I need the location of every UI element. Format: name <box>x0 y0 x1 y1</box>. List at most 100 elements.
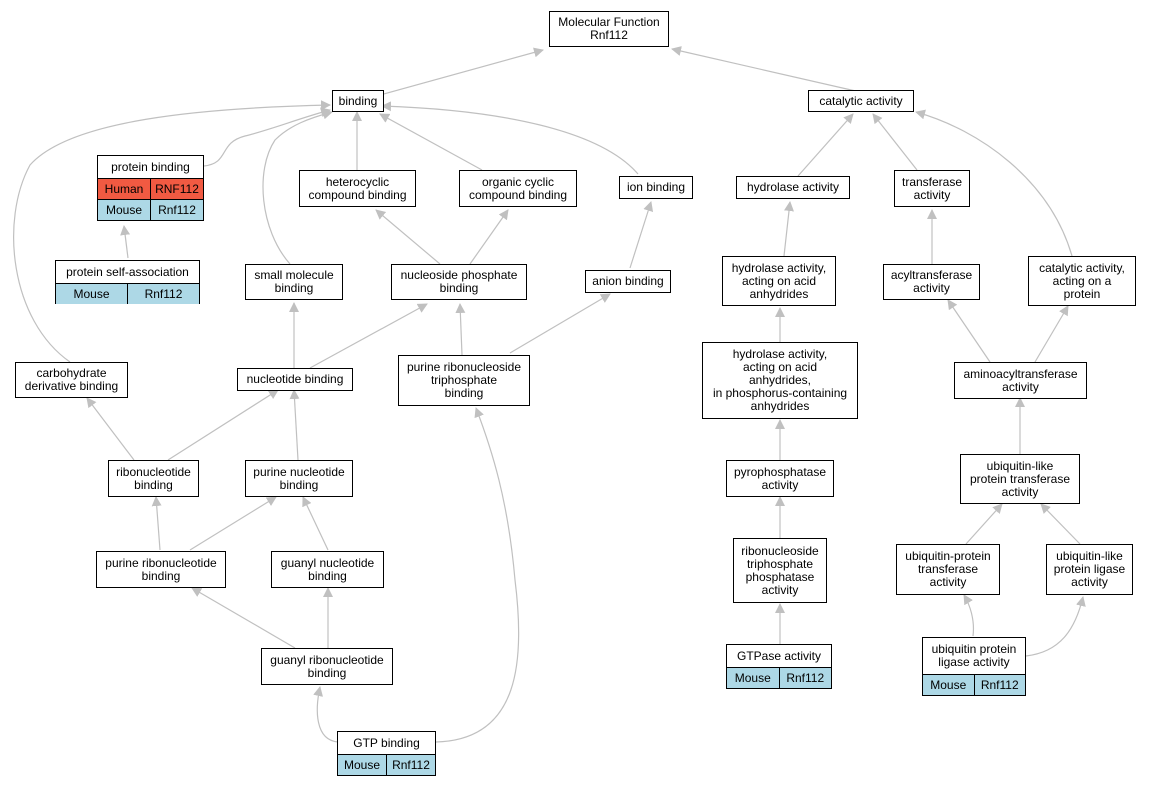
edge-ribonucleotide-to-nucleotide <box>167 389 279 461</box>
edge-anion-to-ion <box>629 201 654 269</box>
gene-cell: Rnf112 <box>386 755 435 775</box>
node-label: purine nucleotide binding <box>253 464 345 492</box>
node-label: ubiquitin-like protein ligase activity <box>1053 549 1126 589</box>
node-nucleotide-binding[interactable]: nucleotide binding <box>237 368 353 391</box>
node-guanyl-nucleotide-binding[interactable]: guanyl nucleotide binding <box>271 551 384 588</box>
edge-aminoacyl-to-acyltransferase <box>947 299 991 363</box>
node-purine-ribonucleotide-binding[interactable]: purine ribonucleotide binding <box>96 551 226 588</box>
edge-transferase-to-catalytic <box>872 113 918 171</box>
node-label: ion binding <box>626 180 686 194</box>
annotation-row-mouse: Mouse Rnf112 <box>923 674 1025 695</box>
node-aminoacyltransferase-activity[interactable]: aminoacyltransferase activity <box>954 362 1087 399</box>
edge-organic-cyclic-to-binding <box>379 113 483 171</box>
gene-cell: Rnf112 <box>778 668 832 688</box>
node-nucleoside-phosphate-binding[interactable]: nucleoside phosphate binding <box>391 264 527 300</box>
annotation-row-human: Human RNF112 <box>98 178 203 199</box>
edge-ubiquitin-ligase-to-ubiquitin-protein-transferase <box>963 594 975 637</box>
node-label: catalytic activity, acting on a protein <box>1039 260 1125 301</box>
node-label: catalytic activity <box>819 93 903 108</box>
node-ubiquitin-like-protein-ligase[interactable]: ubiquitin-like protein ligase activity <box>1046 544 1133 595</box>
edge-catalytic-to-molecular-function <box>671 46 861 93</box>
node-label: ribonucleotide binding <box>116 464 191 492</box>
edge-protein-binding-to-binding <box>203 107 331 167</box>
node-label: pyrophosphatase activity <box>733 464 827 492</box>
node-guanyl-ribonucleotide-binding[interactable]: guanyl ribonucleotide binding <box>261 648 393 685</box>
edge-guanyl-ribonucleotide-to-purine-ribonucleotide <box>191 587 296 649</box>
node-label: organic cyclic compound binding <box>468 174 568 202</box>
node-label: transferase activity <box>901 174 963 202</box>
node-hydrolase-phosphorus-anhydrides[interactable]: hydrolase activity, acting on acid anhyd… <box>702 342 858 419</box>
gene-cell: Rnf112 <box>973 675 1026 695</box>
node-ubiquitin-protein-ligase[interactable]: ubiquitin protein ligase activity Mouse … <box>922 637 1026 696</box>
gene-cell: RNF112 <box>150 179 203 199</box>
edge-purine-ribonucleotide-to-purine-nucleotide <box>189 496 277 551</box>
node-catalytic-activity[interactable]: catalytic activity <box>808 90 914 112</box>
node-label: binding <box>338 93 378 108</box>
edge-gtp-to-guanyl-ribonucleotide <box>313 686 339 743</box>
node-label: small molecule binding <box>254 268 334 295</box>
edge-purine-ribonucleoside-to-anion <box>509 293 611 354</box>
node-ribonucleoside-triphosphate-phosphatase[interactable]: ribonucleoside triphosphate phosphatase … <box>733 538 827 603</box>
species-cell: Human <box>104 181 144 196</box>
edge-carbohydrate-to-binding <box>13 100 331 363</box>
node-label: anion binding <box>592 274 664 288</box>
node-acyltransferase-activity[interactable]: acyltransferase activity <box>883 264 980 300</box>
node-label: aminoacyltransferase activity <box>963 366 1078 394</box>
node-label: ribonucleoside triphosphate phosphatase … <box>741 543 819 597</box>
node-anion-binding[interactable]: anion binding <box>585 270 671 293</box>
node-molecular-function[interactable]: Molecular Function Rnf112 <box>549 11 669 47</box>
annotation-row-mouse: Mouse Rnf112 <box>338 754 435 775</box>
edge-ubiquitin-ligase-to-ubiquitin-like-ligase <box>1025 596 1086 657</box>
node-label: nucleoside phosphate binding <box>400 268 518 295</box>
annotation-row-mouse: Mouse Rnf112 <box>56 283 199 304</box>
node-label: acyltransferase activity <box>890 268 973 295</box>
edge-gtp-to-purine-ribonucleoside <box>435 407 520 743</box>
node-catalytic-activity-on-protein[interactable]: catalytic activity, acting on a protein <box>1028 256 1136 306</box>
node-purine-nucleotide-binding[interactable]: purine nucleotide binding <box>245 460 353 497</box>
node-protein-binding[interactable]: protein binding Human RNF112 Mouse Rnf11… <box>97 155 204 221</box>
node-label: hydrolase activity, acting on acid anhyd… <box>712 347 848 413</box>
node-hydrolase-acid-anhydrides[interactable]: hydrolase activity, acting on acid anhyd… <box>722 256 836 306</box>
node-label: GTPase activity <box>736 648 822 663</box>
annotation-row-mouse: Mouse Rnf112 <box>98 199 203 220</box>
node-transferase-activity[interactable]: transferase activity <box>894 170 970 207</box>
edge-nucleoside-phosphate-to-organic-cyclic <box>469 209 509 265</box>
edge-guanyl-nucleotide-to-purine-nucleotide <box>302 496 329 551</box>
node-heterocyclic-compound-binding[interactable]: heterocyclic compound binding <box>299 170 416 207</box>
node-label: carbohydrate derivative binding <box>24 366 119 393</box>
node-ubiquitin-like-protein-transferase[interactable]: ubiquitin-like protein transferase activ… <box>960 454 1080 504</box>
node-purine-ribonucleoside-triphosphate-binding[interactable]: purine ribonucleoside triphosphate bindi… <box>398 355 530 406</box>
node-label: purine ribonucleoside triphosphate bindi… <box>406 360 522 400</box>
node-label: ubiquitin-protein transferase activity <box>905 549 991 589</box>
edge-ubiquitin-protein-transferase-to-ubiquitin-like <box>965 503 1003 545</box>
node-carbohydrate-derivative-binding[interactable]: carbohydrate derivative binding <box>15 362 128 398</box>
edge-purine-ribonucleotide-to-ribonucleotide <box>151 496 162 551</box>
edge-hydrolase-anhydrides-to-hydrolase <box>783 201 794 257</box>
node-label: hydrolase activity <box>746 180 840 194</box>
node-organic-cyclic-compound-binding[interactable]: organic cyclic compound binding <box>459 170 577 207</box>
edge-ubiquitin-like-ligase-to-ubiquitin-like <box>1040 503 1081 545</box>
edge-hydrolase-to-catalytic <box>797 113 854 177</box>
node-label: ubiquitin-like protein transferase activ… <box>969 458 1071 499</box>
node-gtpase-activity[interactable]: GTPase activity Mouse Rnf112 <box>726 644 832 689</box>
node-label: protein binding <box>111 159 190 174</box>
node-gtp-binding[interactable]: GTP binding Mouse Rnf112 <box>337 731 436 776</box>
node-protein-self-association[interactable]: protein self-association Mouse Rnf112 <box>55 260 200 304</box>
edge-ribonucleotide-to-carbohydrate <box>86 397 135 461</box>
node-pyrophosphatase-activity[interactable]: pyrophosphatase activity <box>726 460 834 497</box>
node-label: guanyl ribonucleotide binding <box>270 652 384 680</box>
edge-nucleoside-phosphate-to-heterocyclic <box>375 209 441 265</box>
node-binding[interactable]: binding <box>332 90 384 112</box>
node-label: guanyl nucleotide binding <box>280 555 375 583</box>
node-ribonucleotide-binding[interactable]: ribonucleotide binding <box>108 460 199 497</box>
node-small-molecule-binding[interactable]: small molecule binding <box>245 264 343 300</box>
edge-aminoacyl-to-catalytic-protein <box>1034 305 1069 363</box>
node-label: nucleotide binding <box>246 372 344 386</box>
node-label: hydrolase activity, acting on acid anhyd… <box>731 260 827 301</box>
edge-purine-ribonucleoside-to-nucleoside-phosphate <box>455 303 466 356</box>
node-hydrolase-activity[interactable]: hydrolase activity <box>736 176 850 199</box>
node-ubiquitin-protein-transferase[interactable]: ubiquitin-protein transferase activity <box>896 544 1000 595</box>
annotation-row-mouse: Mouse Rnf112 <box>727 667 831 688</box>
node-ion-binding[interactable]: ion binding <box>619 176 693 199</box>
node-label: protein self-association <box>66 264 189 279</box>
